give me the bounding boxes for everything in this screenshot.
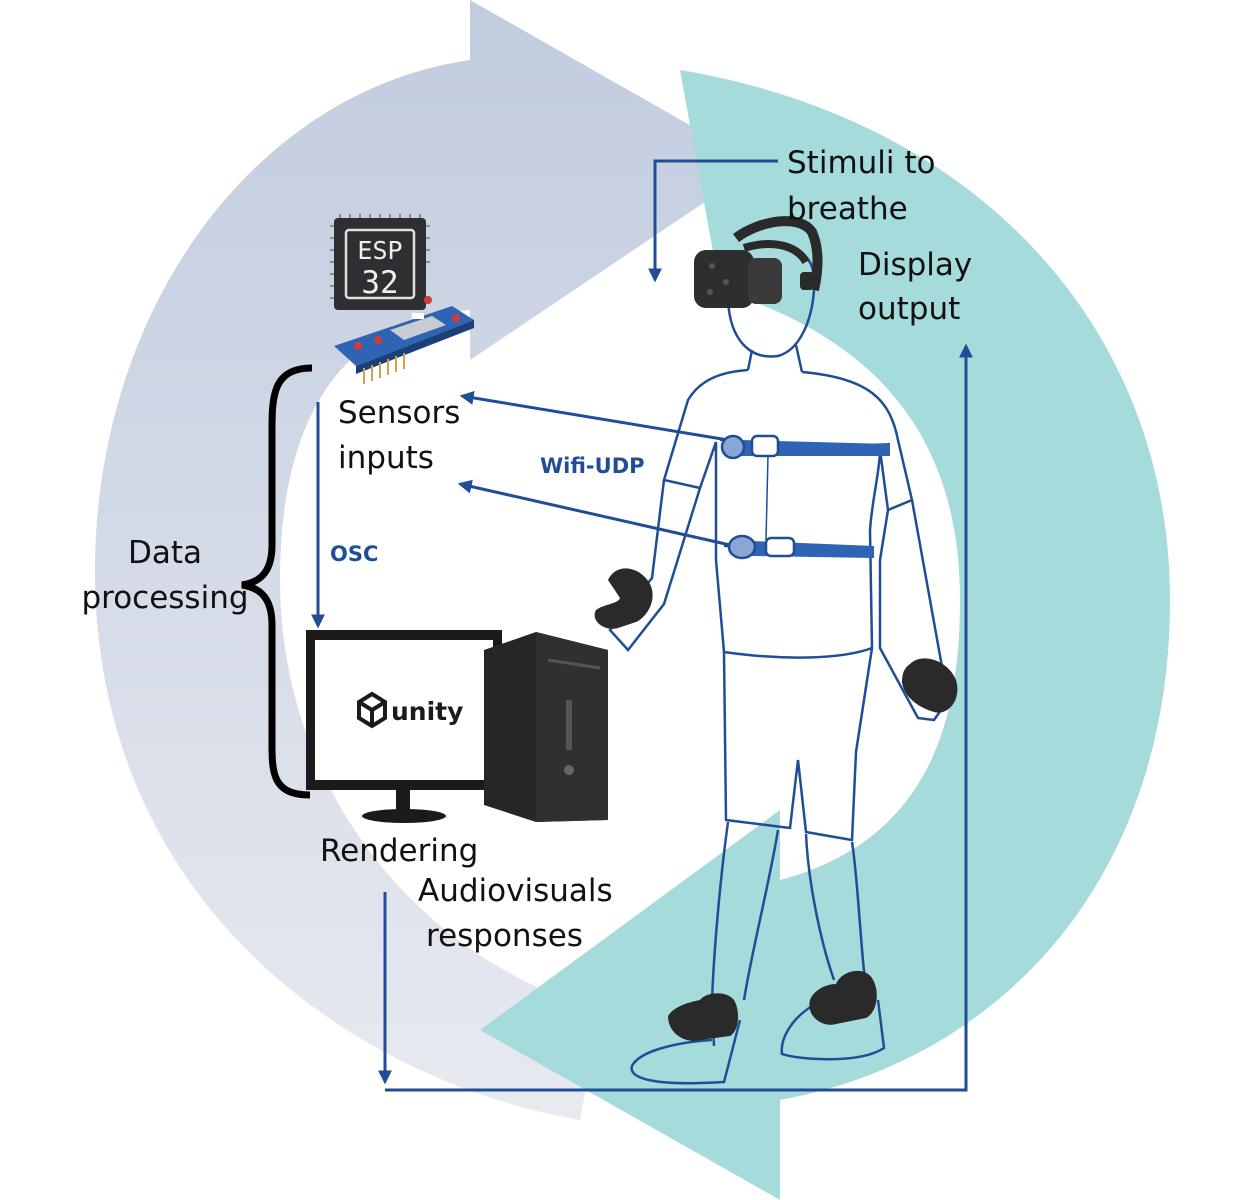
esp32-board-icon: [334, 296, 474, 384]
unity-logo-text: unity: [391, 697, 463, 726]
controller-icon-left: [594, 568, 653, 629]
wifi-arrow-lower: [457, 479, 731, 547]
stimuli-label-line1: Stimuli to: [787, 145, 936, 181]
esp32-chip-icon: ESP 32: [330, 214, 430, 310]
controller-icon-right: [902, 658, 958, 713]
rendering-label: Rendering: [320, 833, 479, 869]
vr-headset-icon: [694, 216, 823, 308]
stimuli-arrow: [648, 159, 778, 283]
osc-label: OSC: [330, 542, 379, 566]
pc-tower-icon: [484, 632, 608, 822]
esp32-chip-line2: 32: [361, 265, 398, 301]
tracker-icon-left: [668, 993, 739, 1041]
breathing-sensor-lower: [727, 534, 874, 560]
stimuli-label-line2: breathe: [787, 191, 908, 227]
display-label-line1: Display: [858, 247, 973, 283]
left-cycle-arrow: [94, 0, 760, 1120]
wifi-arrow-upper: [459, 390, 729, 442]
sensors-label-line1: Sensors: [338, 395, 461, 431]
tracker-icon-right: [809, 970, 877, 1025]
right-cycle-arrow: [480, 70, 1170, 1200]
unity-logo-icon: [357, 691, 387, 729]
breathing-sensor-upper: [720, 434, 890, 460]
data-label-line2: processing: [81, 580, 249, 616]
data-processing-brace: [241, 364, 313, 799]
audiovisuals-label-line2: responses: [426, 918, 583, 954]
sensors-label-line2: inputs: [338, 440, 434, 476]
audiovisuals-label-line1: Audiovisuals: [418, 873, 613, 909]
monitor-icon: unity: [306, 630, 502, 823]
display-label-line2: output: [858, 291, 961, 327]
data-label-line1: Data: [127, 535, 203, 571]
wifi-udp-label: Wifi-UDP: [540, 454, 645, 478]
esp32-chip-line1: ESP: [357, 236, 402, 265]
display-loop-arrow: [385, 343, 973, 1092]
